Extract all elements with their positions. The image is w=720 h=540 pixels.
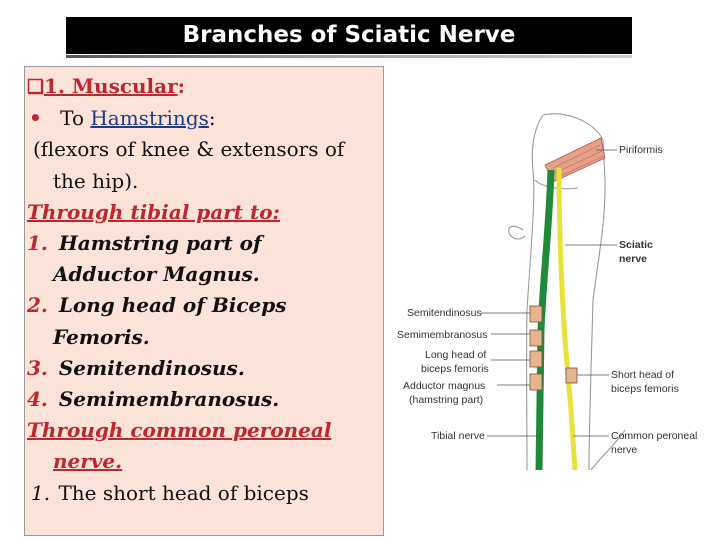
list-text: Hamstring part of	[58, 231, 262, 256]
section-label: 1. Muscular	[44, 74, 178, 98]
list-item: 4. Semimembranosus.	[25, 384, 383, 415]
piriformis-striations	[552, 144, 605, 179]
label-piriformis: Piriformis	[619, 144, 663, 156]
label-common-peroneal-1: Common peroneal	[611, 430, 697, 442]
list-text: Semitendinosus.	[58, 355, 245, 380]
label-short-head-2: biceps femoris	[611, 383, 679, 395]
bullet-icon: •	[29, 106, 42, 131]
section-heading: ❑1. Muscular:	[25, 71, 383, 103]
list-item: 1. Hamstring part of	[25, 228, 383, 259]
adductor-box	[529, 373, 543, 391]
label-semimembranosus: Semimembranosus	[397, 329, 487, 341]
semitendinosus-box	[529, 305, 543, 323]
list-item-continuation: Adductor Magnus.	[53, 262, 260, 287]
peroneal-item: 1. The short head of biceps	[25, 478, 383, 509]
text-panel: ❑1. Muscular: • To Hamstrings: (flexors …	[24, 66, 384, 536]
label-sciatic-2: nerve	[619, 253, 647, 265]
leader-lines	[481, 149, 617, 437]
label-long-head-1: Long head of	[425, 349, 486, 361]
label-adductor-2: (hamstring part)	[409, 394, 483, 406]
hamstrings-prefix: To	[60, 106, 91, 131]
paren-line-2: the hip).	[53, 168, 139, 193]
list-item-continuation: Femoris.	[53, 324, 150, 349]
tibial-heading: Through tibial part to:	[27, 199, 280, 224]
peroneal-heading-1: Through common peroneal	[27, 418, 332, 443]
list-number: 1.	[27, 231, 48, 256]
sciatic-nerve-diagram: Piriformis Sciatic nerve Semitendinosus …	[397, 113, 697, 470]
list-number: 2.	[27, 293, 48, 318]
label-adductor-1: Adductor magnus	[403, 380, 485, 392]
list-text: Long head of Biceps	[58, 293, 287, 318]
list-number: 4.	[27, 387, 48, 412]
list-item: 2. Long head of Biceps	[25, 290, 383, 321]
list-number: 1.	[31, 480, 51, 505]
label-sciatic-1: Sciatic	[619, 239, 653, 251]
label-short-head-1: Short head of	[611, 369, 674, 381]
list-text: The short head of biceps	[58, 480, 309, 505]
list-number: 3.	[27, 355, 48, 380]
semimembranosus-box	[529, 329, 543, 347]
paren-line-1: (flexors of knee & extensors of	[33, 137, 345, 162]
label-tibial-nerve: Tibial nerve	[431, 430, 485, 442]
checkbox-bullet-icon: ❑	[27, 76, 45, 98]
label-long-head-2: biceps femoris	[421, 363, 489, 375]
hamstrings-word: Hamstrings	[90, 106, 209, 131]
long-head-box	[529, 350, 543, 368]
muscle-boxes	[529, 305, 578, 391]
section-colon: :	[177, 74, 186, 98]
hamstrings-colon: :	[208, 106, 216, 131]
label-common-peroneal-2: nerve	[611, 444, 637, 456]
list-item: 3. Semitendinosus.	[25, 353, 383, 384]
hamstrings-line: • To Hamstrings:	[25, 103, 383, 134]
limb-outline	[508, 113, 626, 470]
peroneal-heading-2: nerve.	[53, 449, 123, 474]
page-title: Branches of Sciatic Nerve	[66, 17, 632, 58]
list-text: Semimembranosus.	[58, 387, 280, 412]
short-head-box	[565, 367, 578, 384]
common-peroneal-nerve	[556, 167, 578, 470]
label-semitendinosus: Semitendinosus	[407, 307, 482, 319]
